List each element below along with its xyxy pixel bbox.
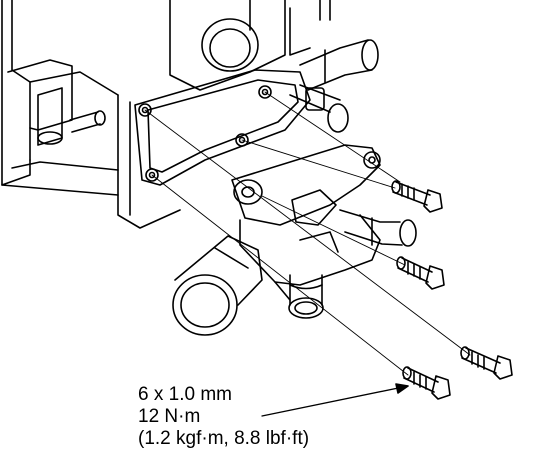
torque-specification: 6 x 1.0 mm 12 N·m (1.2 kgf·m, 8.8 lbf·ft… xyxy=(138,384,309,450)
torque-nm-label: 12 N·m xyxy=(138,406,201,427)
bolt-lower xyxy=(402,366,451,400)
water-outlet-housing xyxy=(172,144,417,336)
bolt-upper xyxy=(391,180,443,213)
engine-block xyxy=(1,0,379,229)
leader-arrow xyxy=(261,383,409,417)
torque-imperial-label: (1.2 kgf·m, 8.8 lbf·ft) xyxy=(138,428,310,449)
bolt-long xyxy=(460,346,513,380)
bolt-middle xyxy=(396,256,445,290)
bolt-size-label: 6 x 1.0 mm xyxy=(138,384,232,405)
